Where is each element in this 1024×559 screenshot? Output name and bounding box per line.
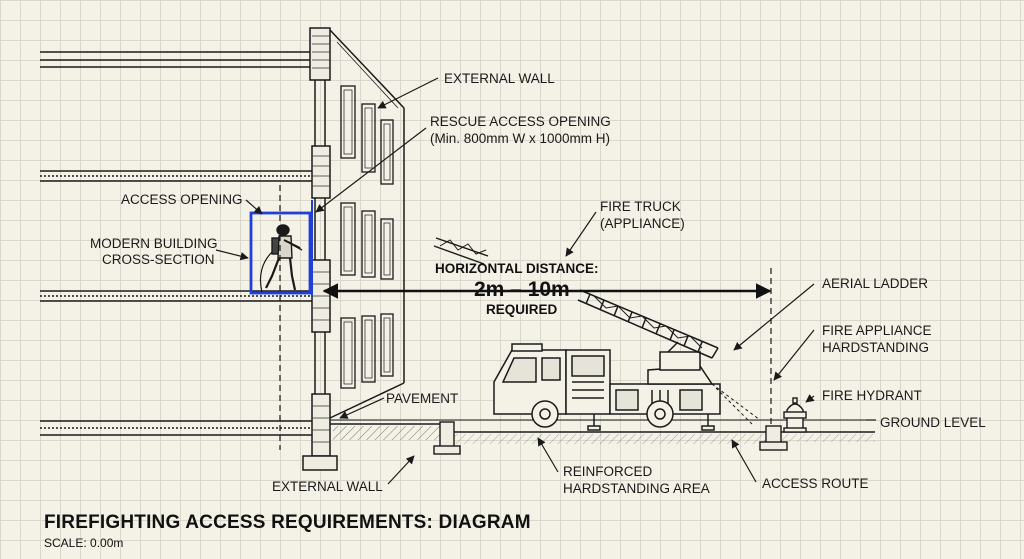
- hardstanding-hatch: [454, 434, 766, 444]
- label-aerial-ladder: AERIAL LADDER: [822, 276, 928, 291]
- label-reinforced-1: REINFORCED: [563, 464, 653, 479]
- label-reinforced-2: HARDSTANDING AREA: [563, 481, 710, 496]
- label-pavement: PAVEMENT: [386, 391, 458, 406]
- label-ground-level: GROUND LEVEL: [880, 415, 986, 430]
- floor-slab-top: [40, 51, 312, 68]
- aerial-ladder: [577, 289, 719, 359]
- floor-slab-second: [40, 170, 312, 182]
- label-access-opening: ACCESS OPENING: [121, 192, 243, 207]
- label-required: REQUIRED: [486, 302, 558, 317]
- reference-dashed-lines: [279, 185, 772, 450]
- leader-lines: [215, 77, 876, 485]
- pavement-hatch: [333, 426, 441, 440]
- label-rescue-opening-dims: (Min. 800mm W x 1000mm H): [430, 131, 610, 146]
- wall-brick-texture: [312, 35, 330, 443]
- label-external-wall-bottom: EXTERNAL WALL: [272, 479, 383, 494]
- label-fire-truck-1: FIRE TRUCK: [600, 199, 681, 214]
- external-wall-section: [302, 27, 338, 471]
- hardstanding-footings: [433, 421, 788, 455]
- ladder-tip-ghost: [433, 237, 489, 265]
- floor-slab-ground: [40, 420, 312, 436]
- label-rescue-opening-title: RESCUE ACCESS OPENING: [430, 114, 611, 129]
- label-building-cross-section-2: CROSS-SECTION: [102, 252, 215, 267]
- label-hardstanding-2: HARDSTANDING: [822, 340, 929, 355]
- label-building-cross-section-1: MODERN BUILDING: [90, 236, 218, 251]
- diagram-scale: SCALE: 0.00m: [44, 536, 124, 550]
- firefighter-figure: [259, 224, 303, 293]
- ground-hatch-right: [781, 434, 875, 442]
- diagram-title: FIREFIGHTING ACCESS REQUIREMENTS: DIAGRA…: [44, 512, 531, 533]
- fire-hydrant: [783, 397, 807, 433]
- fire-truck: [493, 343, 721, 431]
- facade-windows: [340, 85, 394, 389]
- rescue-access-opening: [249, 211, 312, 295]
- label-fire-hydrant: FIRE HYDRANT: [822, 388, 922, 403]
- label-access-route: ACCESS ROUTE: [762, 476, 869, 491]
- ladder-turntable: [647, 351, 714, 385]
- label-fire-truck-2: (APPLIANCE): [600, 216, 685, 231]
- label-horizontal-distance: HORIZONTAL DISTANCE:: [435, 261, 599, 276]
- label-distance-value: 2m – 10m: [474, 278, 570, 301]
- label-external-wall-top: EXTERNAL WALL: [444, 71, 555, 86]
- label-hardstanding-1: FIRE APPLIANCE: [822, 323, 932, 338]
- floor-slab-third: [40, 290, 312, 302]
- stabilizer-dashed: [711, 383, 761, 425]
